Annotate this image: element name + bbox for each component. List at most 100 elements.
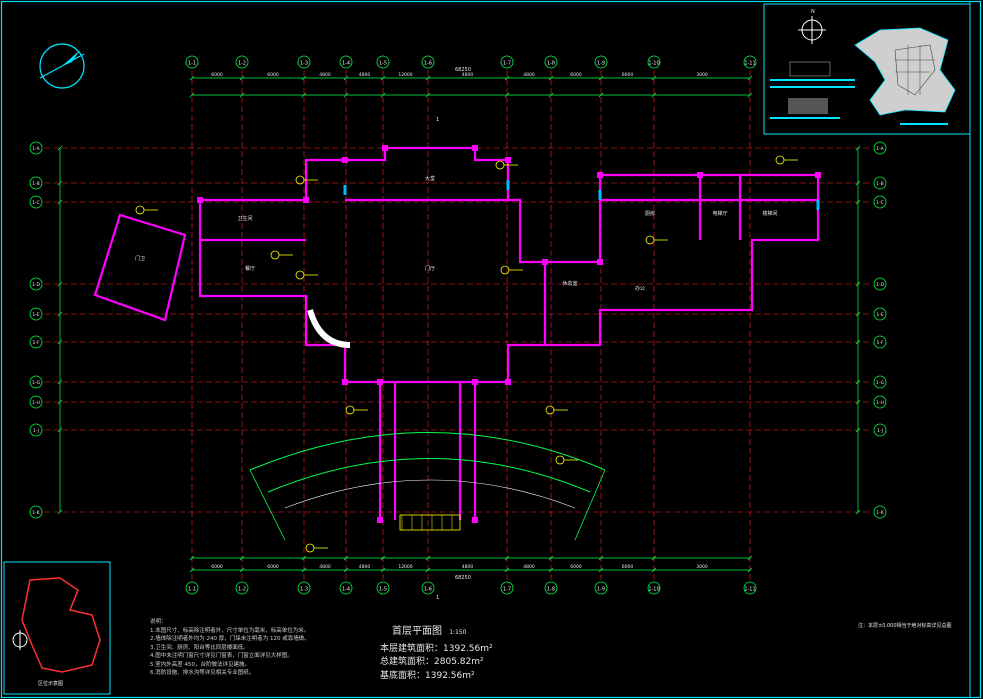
dimension-tick	[855, 199, 861, 205]
detail-tag	[495, 160, 505, 170]
detail-tag	[500, 265, 510, 275]
canopy-arc-edge	[284, 479, 576, 509]
column-axis-bubble	[339, 581, 353, 595]
column-axis-bubble	[421, 55, 435, 69]
structural-column	[597, 259, 603, 265]
detail-tag	[345, 405, 355, 415]
row-axis-bubble	[873, 423, 887, 437]
dimension-tick	[504, 92, 510, 98]
dimension-tick	[239, 567, 245, 573]
column-axis-bubble	[185, 55, 199, 69]
row-axis-label: 1-J	[877, 428, 883, 434]
section-mark-bottom: 1	[436, 595, 440, 601]
site-plan-panel	[3, 561, 111, 695]
drawing-title: 首层平面图 1:150	[392, 626, 467, 637]
axis-grid: 1-11-11-21-21-31-31-41-41-51-51-61-61-71…	[29, 55, 887, 595]
wall-layer	[93, 145, 821, 541]
room-label: 厨房	[645, 210, 655, 217]
column-axis-bubble	[376, 581, 390, 595]
dimension-tick	[57, 145, 63, 151]
dimension-value: 6000	[570, 72, 582, 78]
column-axis-label: 1-7	[503, 587, 511, 593]
dimension-tick	[747, 92, 753, 98]
design-notes: 说明： 1.本图尺寸、标高除注明者外，尺寸单位为毫米，标高单位为米。 2.墙体除…	[150, 619, 310, 677]
wall-outline	[545, 173, 820, 347]
dimension-tick	[548, 92, 554, 98]
dimension-tick	[380, 92, 386, 98]
dimension-value: 4800	[523, 564, 535, 570]
dimension-value: 3000	[696, 564, 708, 570]
dimension-tick	[855, 145, 861, 151]
dimension-tick	[301, 555, 307, 561]
dimension-tick	[343, 75, 349, 81]
detail-tag	[295, 270, 305, 280]
column-axis-label: 1-8	[547, 587, 555, 593]
row-axis-bubble	[873, 195, 887, 209]
detail-tag	[555, 455, 565, 465]
dimension-tick	[747, 555, 753, 561]
detail-tag	[270, 250, 280, 260]
dimension-tick	[598, 92, 604, 98]
row-axis-label: 1-F	[32, 340, 39, 346]
dimension-tick	[504, 555, 510, 561]
dimension-tick	[548, 555, 554, 561]
dimension-tick	[343, 555, 349, 561]
dimension-tick	[855, 180, 861, 186]
row-axis-label: 1-A	[876, 146, 884, 152]
dimension-tick	[57, 399, 63, 405]
total-area: 总建筑面积：2805.82m²	[380, 657, 484, 667]
row-axis-label: 1-A	[32, 146, 40, 152]
dimension-value: 4800	[359, 564, 371, 570]
column-axis-bubble	[235, 55, 249, 69]
column-axis-label: 1-9	[597, 61, 605, 67]
detail-tag	[135, 205, 145, 215]
dimension-tick	[425, 92, 431, 98]
structural-column	[597, 172, 603, 178]
row-axis-label: 1-E	[876, 312, 883, 318]
column-axis-bubble	[376, 55, 390, 69]
dimension-tick	[598, 567, 604, 573]
column-axis-label: 1-4	[342, 61, 350, 67]
dimension-tick	[189, 567, 195, 573]
dimension-tick	[57, 509, 63, 515]
dimension-tick	[301, 75, 307, 81]
spiral-stair	[307, 309, 351, 348]
wall-outline	[198, 146, 547, 384]
room-label: 休息室	[562, 280, 577, 287]
wall-outline	[200, 175, 818, 242]
dimension-tick	[598, 75, 604, 81]
row-axis-bubble	[873, 505, 887, 519]
column-axis-bubble	[544, 55, 558, 69]
dimension-value: 6000	[211, 564, 223, 570]
row-axis-bubble	[29, 395, 43, 409]
site-plan-label: 区位示意图	[38, 681, 64, 687]
elevation-note: 注：本层±0.000相当于绝对标高详见总图	[858, 623, 952, 629]
column-axis-label: 1-3	[300, 61, 308, 67]
dimension-tick	[57, 379, 63, 385]
dimension-value: 6000	[267, 564, 279, 570]
column-axis-label: 1-2	[238, 61, 246, 67]
structural-column	[815, 172, 821, 178]
dimension-tick	[343, 92, 349, 98]
wall-outline	[93, 213, 187, 322]
dimension-tick	[239, 92, 245, 98]
dimension-tick	[855, 399, 861, 405]
structural-column	[505, 157, 511, 163]
detail-tag	[305, 543, 315, 553]
detail-tag	[645, 235, 655, 245]
entrance-steps	[399, 514, 461, 531]
dimension-tick	[57, 281, 63, 287]
column-axis-label: 1-11	[744, 587, 755, 593]
dimension-tick	[239, 555, 245, 561]
structural-column	[303, 197, 309, 203]
row-axis-bubble	[873, 176, 887, 190]
room-label: 办公	[635, 285, 645, 292]
row-axis-label: 1-F	[876, 340, 883, 346]
row-axis-label: 1-C	[32, 200, 40, 206]
row-axis-label: 1-B	[876, 181, 883, 187]
total-dimension-top: 68250	[455, 67, 471, 73]
structural-column	[697, 172, 703, 178]
column-axis-bubble	[594, 55, 608, 69]
column-axis-bubble	[647, 581, 661, 595]
section-mark-top: 1	[436, 117, 440, 123]
